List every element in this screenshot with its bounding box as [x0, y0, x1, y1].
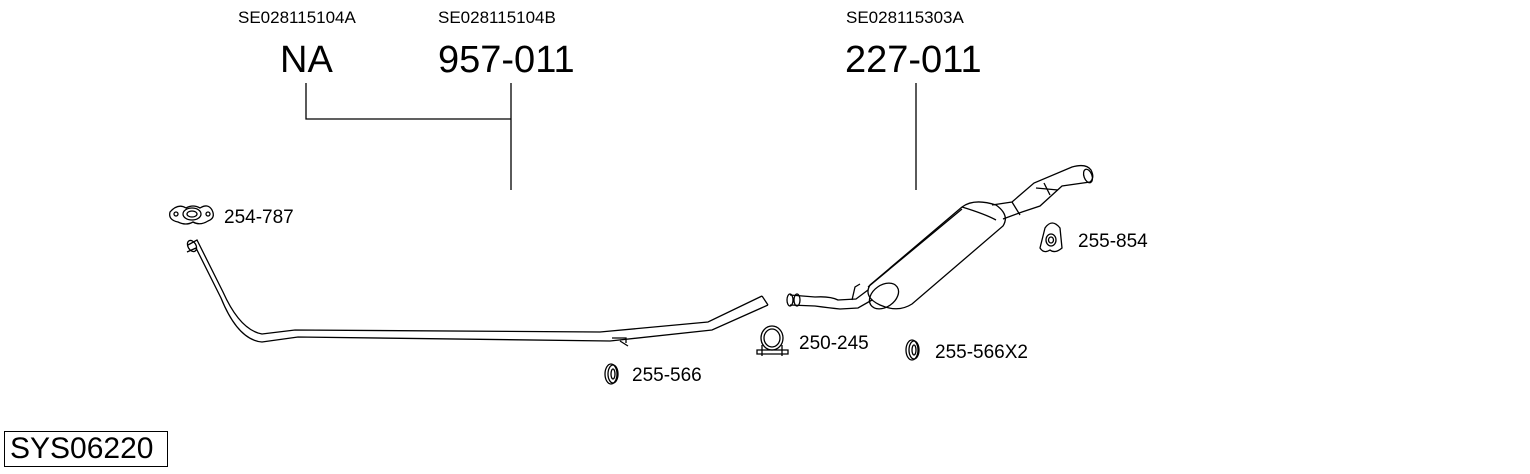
accessory-label-gasket: 254-787 — [224, 207, 294, 228]
accessory-label-rubber-ring-1: 255-566 — [632, 365, 702, 386]
rear-silencer-drawing — [786, 164, 1094, 310]
system-code-box: SYS06220 — [4, 431, 168, 467]
accessory-label-clamp: 250-245 — [799, 333, 869, 354]
oe-number-b: SE028115104B — [438, 8, 556, 27]
oe-number-a: SE028115104A — [238, 8, 356, 27]
rubber-ring-icon-2 — [905, 339, 920, 361]
accessory-label-hanger: 255-854 — [1078, 231, 1148, 252]
part-number-rear-silencer: 227-011 — [845, 39, 982, 81]
hanger-icon — [1039, 222, 1063, 253]
rubber-ring-icon-1 — [604, 363, 619, 385]
gasket-icon — [169, 205, 214, 225]
part-number-front-pipe: 957-011 — [438, 39, 575, 81]
accessory-label-rubber-ring-2: 255-566X2 — [935, 342, 1028, 363]
oe-number-c: SE028115303A — [846, 8, 964, 27]
front-pipe-drawing — [186, 239, 769, 347]
clamp-icon — [756, 325, 789, 356]
part-number-na: NA — [280, 39, 333, 81]
leader-lines — [305, 83, 917, 190]
